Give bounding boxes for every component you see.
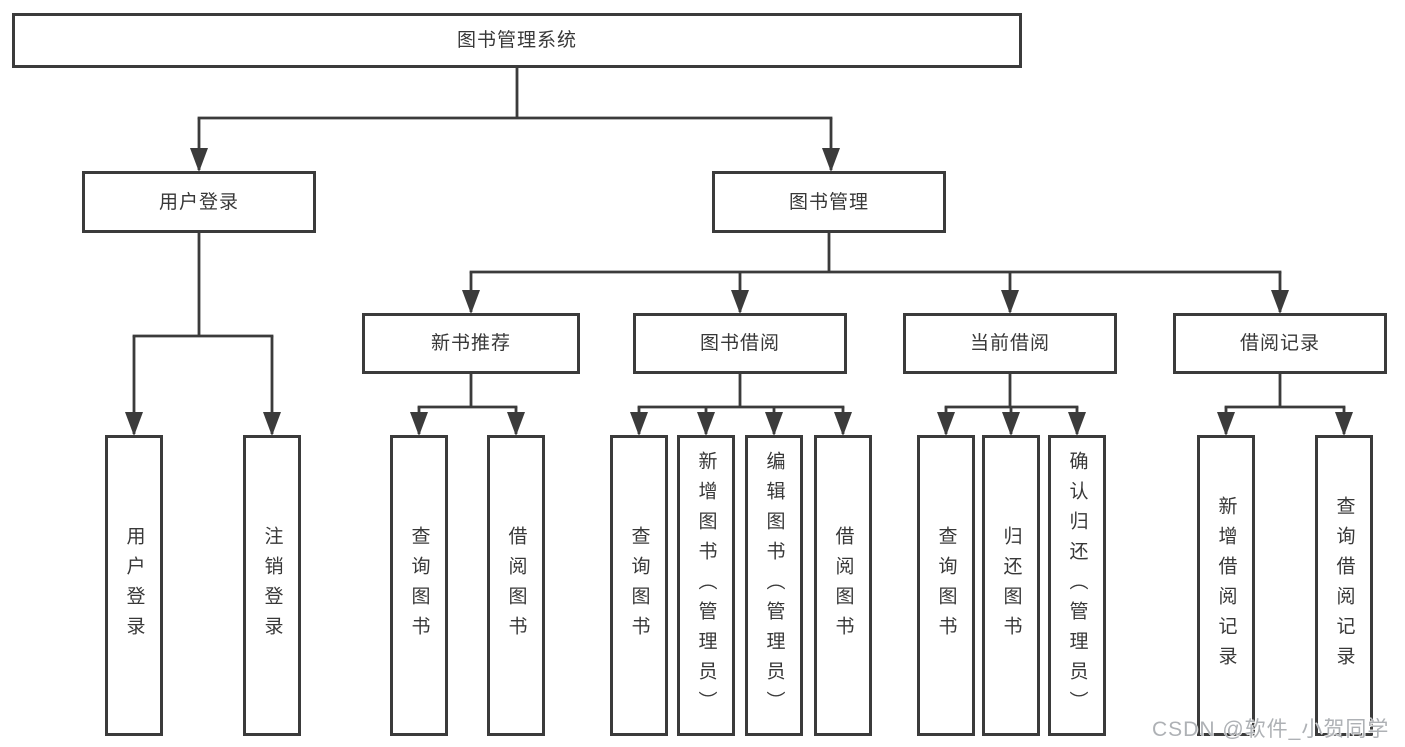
leaf-add-books-admin: 新增图书（管理员） [677, 435, 735, 736]
leaf-borrow-books-borrowing: 借阅图书 [814, 435, 872, 736]
node-label: 图书管理系统 [456, 30, 577, 51]
node-label: 新增图书（管理员） [695, 450, 717, 721]
node-label: 查询图书 [408, 525, 430, 646]
edge-newbook-bus [417, 374, 518, 409]
node-label: 借阅记录 [1239, 333, 1320, 354]
node-label: 借阅图书 [505, 525, 527, 646]
node-borrowing-records: 借阅记录 [1173, 313, 1387, 374]
leaf-query-books-borrowing: 查询图书 [610, 435, 668, 736]
node-library-management-system: 图书管理系统 [12, 13, 1022, 68]
leaf-return-books: 归还图书 [982, 435, 1040, 736]
node-label: 编辑图书（管理员） [763, 450, 785, 721]
leaf-borrow-books-recommend: 借阅图书 [487, 435, 545, 736]
edge-borrowing-bus [637, 374, 845, 409]
node-book-management: 图书管理 [712, 171, 946, 233]
node-label: 用户登录 [123, 525, 145, 646]
node-label: 注销登录 [261, 525, 283, 646]
node-label: 确认归还（管理员） [1066, 450, 1088, 721]
node-label: 查询借阅记录 [1333, 495, 1355, 676]
edge-userlogin-bus [132, 233, 274, 338]
node-label: 查询图书 [628, 525, 650, 646]
leaf-user-login: 用户登录 [105, 435, 163, 736]
node-current-borrowing: 当前借阅 [903, 313, 1117, 374]
edge-current-bus [944, 374, 1079, 409]
leaf-add-borrow-record: 新增借阅记录 [1197, 435, 1255, 736]
node-label: 归还图书 [1000, 525, 1022, 646]
node-new-book-recommendation: 新书推荐 [362, 313, 580, 374]
node-user-login: 用户登录 [82, 171, 316, 233]
edge-lines [125, 68, 1353, 436]
leaf-query-books-recommend: 查询图书 [390, 435, 448, 736]
leaf-logout: 注销登录 [243, 435, 301, 736]
leaf-confirm-return-admin: 确认归还（管理员） [1048, 435, 1106, 736]
node-label: 新书推荐 [430, 333, 511, 354]
node-label: 用户登录 [158, 191, 239, 213]
edge-records-bus [1224, 374, 1346, 409]
node-label: 图书管理 [788, 191, 869, 213]
node-label: 借阅图书 [832, 525, 854, 646]
edge-root-bus [197, 68, 833, 120]
edge-bookmgmt-bus [469, 233, 1282, 274]
csdn-watermark: CSDN @软件_小贺同学 [1152, 718, 1390, 741]
node-label: 图书借阅 [699, 333, 780, 354]
node-book-borrowing: 图书借阅 [633, 313, 847, 374]
leaf-query-borrow-record: 查询借阅记录 [1315, 435, 1373, 736]
node-label: 查询图书 [935, 525, 957, 646]
node-label: 当前借阅 [969, 333, 1050, 354]
leaf-query-books-current: 查询图书 [917, 435, 975, 736]
node-label: 新增借阅记录 [1215, 495, 1237, 676]
leaf-edit-books-admin: 编辑图书（管理员） [745, 435, 803, 736]
